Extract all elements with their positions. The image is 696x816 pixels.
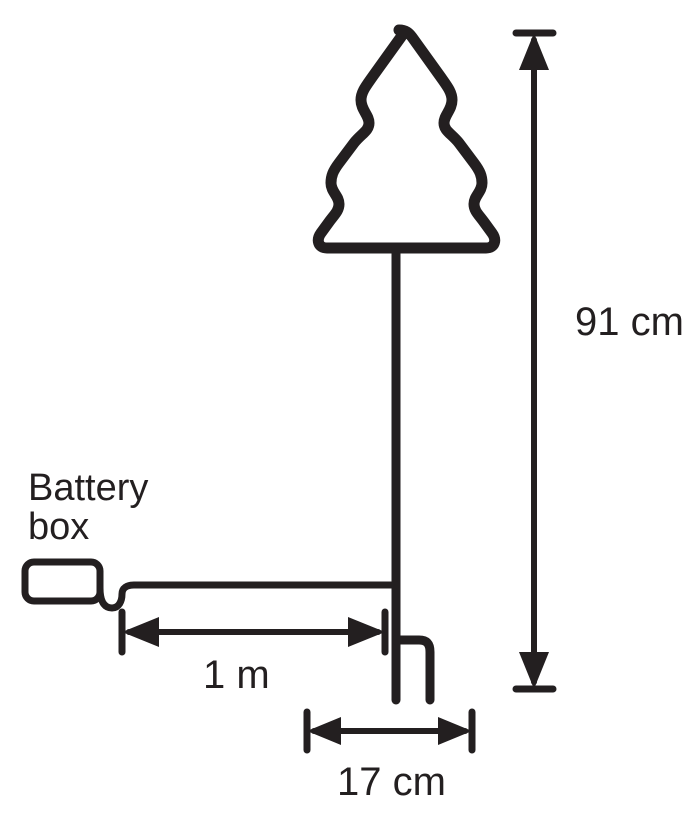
cable-dimension-arrow-right-icon xyxy=(348,617,385,647)
spike-dimension-arrow-left-icon xyxy=(307,717,341,745)
spike-dimension-arrow-right-icon xyxy=(438,717,472,745)
christmas-tree-outline xyxy=(312,24,501,254)
height-dimension-arrow-up-icon xyxy=(519,33,549,70)
height-dimension-arrow-down-icon xyxy=(519,652,549,689)
cable-dimension-line xyxy=(118,608,389,656)
spike-dimension-label: 17 cm xyxy=(337,760,446,804)
power-cable xyxy=(96,581,400,612)
spike-dimension-line xyxy=(303,708,476,754)
height-dimension-label: 91 cm xyxy=(575,300,684,344)
cable-dimension-arrow-left-icon xyxy=(122,617,159,647)
battery-box xyxy=(21,558,104,605)
cable-dimension-label: 1 m xyxy=(203,653,270,697)
battery-box-label-line1: Battery xyxy=(28,467,148,509)
height-dimension-line xyxy=(512,29,557,693)
ground-spike-prong xyxy=(391,635,435,705)
battery-box-label-line2: box xyxy=(28,506,89,548)
